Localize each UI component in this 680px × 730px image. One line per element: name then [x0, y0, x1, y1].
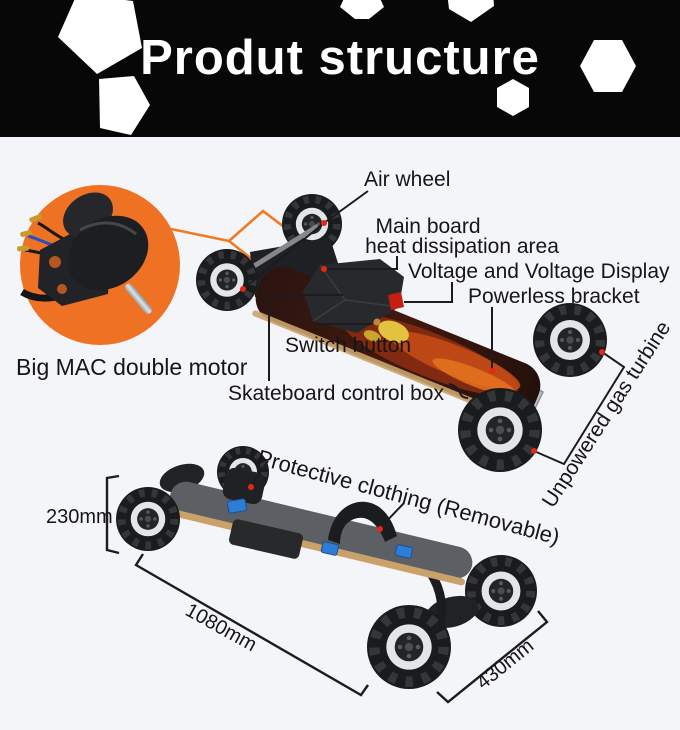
width-dimension-label: 430mm	[472, 635, 538, 694]
blue-mount-mid	[320, 541, 340, 556]
voltage-display-label: Voltage and Voltage Display	[408, 260, 670, 283]
motor-photo	[17, 192, 153, 314]
deck-flower-small	[363, 330, 381, 342]
pentagon-shape-large	[58, 0, 142, 74]
hexagon-below-text	[497, 79, 529, 116]
voltage-line	[404, 282, 453, 303]
under-deck-battery-box	[228, 519, 304, 559]
air-wheel-label: Air wheel	[364, 168, 450, 191]
motor-cylinder-large	[67, 215, 149, 291]
motor-highlight	[79, 221, 137, 236]
wire-terminal-1	[29, 214, 43, 223]
motor-shaft	[125, 283, 153, 314]
control-box-label: Skateboard control box	[228, 382, 444, 405]
upper-front-near-wheel	[196, 249, 258, 311]
dimension-lines	[105, 474, 549, 704]
lower-rear-near-wheel	[367, 605, 451, 689]
hexagon-top-middle	[340, 0, 384, 19]
orange-connector-line	[170, 227, 230, 243]
length-dimension-line	[134, 553, 369, 697]
front-protective-cover	[222, 467, 266, 505]
upper-rear-near-wheel	[458, 388, 542, 472]
hexagon-right-large	[580, 40, 636, 92]
powerless-bracket-label: Powerless bracket	[468, 285, 640, 308]
power-switch-button	[373, 318, 381, 326]
marker-powerless-bracket	[489, 368, 495, 374]
page-title: Produt structure	[140, 31, 540, 85]
upper-deck-wood-edge	[252, 310, 526, 425]
upper-rear-far-wheel	[533, 303, 607, 377]
width-dimension-line	[436, 610, 549, 704]
deck-flower	[378, 320, 409, 343]
blue-mount-front	[226, 498, 248, 514]
marker-protective-mid	[377, 526, 383, 532]
illustration-stage: Air wheel Main board heat dissipation ar…	[0, 137, 680, 725]
marker-turbine-bottom	[531, 448, 537, 454]
marker-main-board	[321, 266, 327, 272]
main-board-line	[326, 256, 398, 270]
height-dimension-label: 230mm	[46, 506, 113, 528]
lower-rear-far-wheel	[465, 555, 537, 627]
callout-lines	[240, 190, 626, 532]
skateboard-diagram: Air wheel Main board heat dissipation ar…	[16, 168, 675, 704]
switch-button-label: Switch button	[285, 334, 411, 357]
carry-handle-cover	[328, 501, 397, 544]
lower-skateboard	[116, 446, 537, 689]
hexagon-top-right	[447, 0, 494, 22]
deck-flame-3	[432, 358, 517, 396]
bracket-hole-1	[49, 256, 61, 268]
control-box-squiggle	[448, 383, 469, 399]
big-mac-motor-label: Big MAC double motor	[16, 354, 248, 380]
height-dimension-bracket	[105, 474, 120, 555]
banner-decor-shapes	[58, 0, 636, 135]
wire-terminal-3	[17, 245, 30, 252]
main-board-label-line2: heat dissipation area	[365, 235, 559, 258]
wire-terminal-2	[20, 230, 33, 237]
gas-turbine-bracket-line	[533, 351, 626, 466]
marker-turbine-top	[599, 349, 605, 355]
marker-protective-front	[248, 484, 254, 490]
blue-mount-rear	[394, 544, 414, 559]
upper-deck	[252, 259, 541, 425]
upper-skateboard	[196, 194, 607, 472]
pentagon-shape-small	[99, 76, 150, 135]
switch-button-line	[314, 323, 372, 334]
main-board-label-line1: Main board	[375, 215, 480, 238]
marker-air-wheel-1	[321, 220, 327, 226]
marker-air-wheel-2	[240, 286, 246, 292]
hero-banner: Produt structure	[0, 0, 680, 137]
control-box-line	[268, 294, 343, 381]
protective-line-mid	[379, 502, 405, 529]
bracket-hole-2	[57, 284, 67, 294]
voltage-led-display	[388, 292, 404, 310]
protective-line-front	[250, 460, 269, 487]
lower-front-near-wheel	[116, 487, 180, 551]
length-dimension-label: 1080mm	[182, 599, 261, 656]
